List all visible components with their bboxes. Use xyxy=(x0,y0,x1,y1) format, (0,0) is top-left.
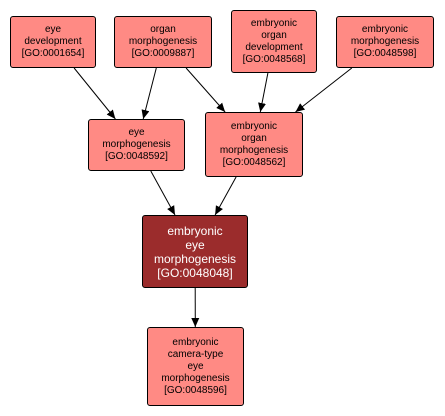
edge-n0001654-to-n0048592 xyxy=(73,67,116,120)
node-label-line: development xyxy=(245,41,303,53)
node-label-line: eye xyxy=(128,127,145,138)
node-label-line: morphogenesis xyxy=(102,139,171,150)
node-label-line: morphogenesis xyxy=(219,144,289,156)
node-label-line: embryonic xyxy=(250,17,298,29)
node-label-line: morphogenesis xyxy=(350,36,420,47)
node-label-line: eye xyxy=(187,360,204,372)
edge-n0048598-to-n0048562 xyxy=(295,67,353,113)
node-label-line: [GO:0001654] xyxy=(21,48,85,59)
node-label-line: organ xyxy=(150,24,176,35)
node-label-line: [GO:0048568] xyxy=(242,53,306,65)
node-label-line: morphogenesis xyxy=(128,36,198,47)
node-label-line: development xyxy=(24,36,82,47)
node-label-line: eye xyxy=(44,24,62,35)
edge-n0009887-to-n0048562 xyxy=(185,67,226,113)
node-label-line: embryonic xyxy=(167,223,223,238)
node-label-line: embryonic xyxy=(230,120,278,132)
node-label-line: embryonic xyxy=(361,24,409,35)
node-label-line: [GO:0009887] xyxy=(131,48,195,59)
node-label-line: [GO:0048048] xyxy=(157,265,233,280)
node-label-line: morphogenesis xyxy=(153,251,237,266)
node-label-line: [GO:0048562] xyxy=(222,156,286,168)
node-label-line: [GO:0048598] xyxy=(353,48,417,59)
node-label-line: organ xyxy=(241,132,267,144)
edge-n0048592-to-n0048048 xyxy=(150,170,176,216)
node-label-line: [GO:0048592] xyxy=(105,151,168,162)
node-label-line: [GO:0048596] xyxy=(164,384,227,396)
node-label-line: morphogenesis xyxy=(161,372,230,384)
node-label-line: camera-type xyxy=(167,348,224,360)
node-label-line: organ xyxy=(261,29,287,41)
edge-n0048562-to-n0048048 xyxy=(214,176,237,216)
node-label-line: eye xyxy=(185,237,205,252)
edge-n0009887-to-n0048592 xyxy=(141,67,157,120)
edge-n0048568-to-n0048562 xyxy=(258,72,269,113)
node-label-line: embryonic xyxy=(172,336,219,348)
